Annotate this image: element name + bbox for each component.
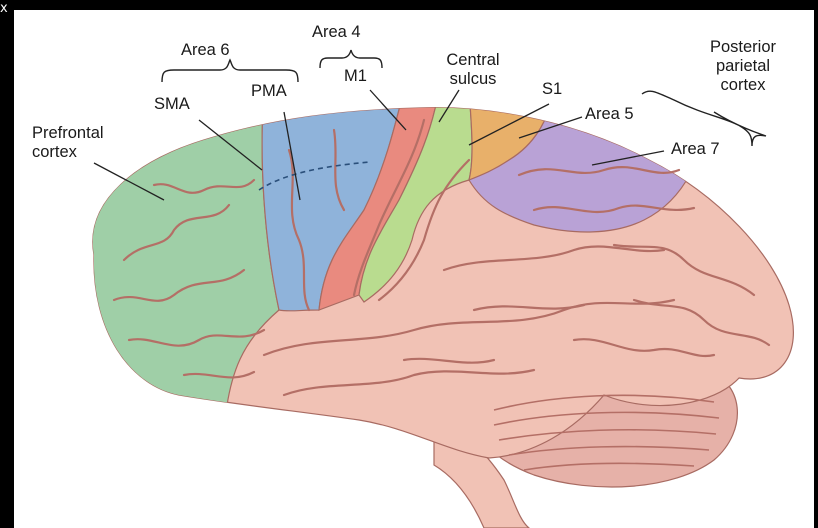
label-m1: M1 (344, 67, 367, 86)
label-s1: S1 (542, 80, 562, 99)
label-prefrontal-cortex: Prefrontal cortex (32, 124, 122, 162)
brain-illustration (14, 10, 814, 528)
label-area-7: Area 7 (671, 140, 720, 159)
label-area-5: Area 5 (585, 105, 634, 124)
label-area-6: Area 6 (181, 41, 230, 60)
corner-glyph: x (0, 2, 14, 15)
label-sma: SMA (154, 95, 190, 114)
label-pma: PMA (251, 82, 287, 101)
label-central-sulcus: Central sulcus (432, 51, 514, 89)
figure-frame: Area 6 Area 4 SMA PMA M1 Central sulcus … (14, 10, 814, 528)
label-area-4: Area 4 (312, 23, 361, 42)
label-posterior-parietal-cortex: Posterior parietal cortex (702, 38, 784, 95)
